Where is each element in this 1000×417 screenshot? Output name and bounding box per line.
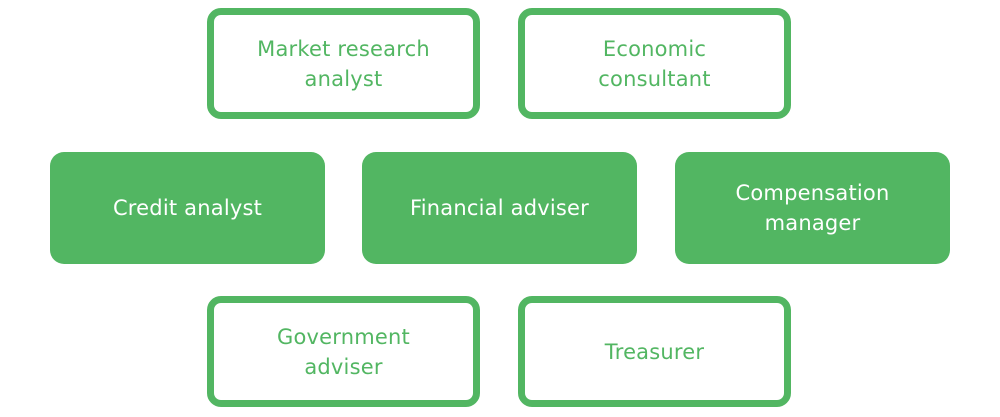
career-label: Treasurer xyxy=(604,339,705,364)
career-box-compensation-manager: Compensation manager xyxy=(675,152,950,264)
career-box-credit-analyst: Credit analyst xyxy=(50,152,325,264)
career-box-government-adviser: Government adviser xyxy=(207,296,480,407)
career-box-market-research-analyst: Market research analyst xyxy=(207,8,480,119)
career-label: Credit analyst xyxy=(112,196,263,220)
career-label: Compensation manager xyxy=(735,181,890,235)
career-label: Economic consultant xyxy=(598,36,711,91)
career-box-treasurer: Treasurer xyxy=(518,296,791,407)
career-label: Government adviser xyxy=(277,324,410,379)
career-box-financial-adviser: Financial adviser xyxy=(362,152,637,264)
career-label: Market research analyst xyxy=(257,36,430,91)
career-label: Financial adviser xyxy=(410,196,589,220)
career-box-economic-consultant: Economic consultant xyxy=(518,8,791,119)
